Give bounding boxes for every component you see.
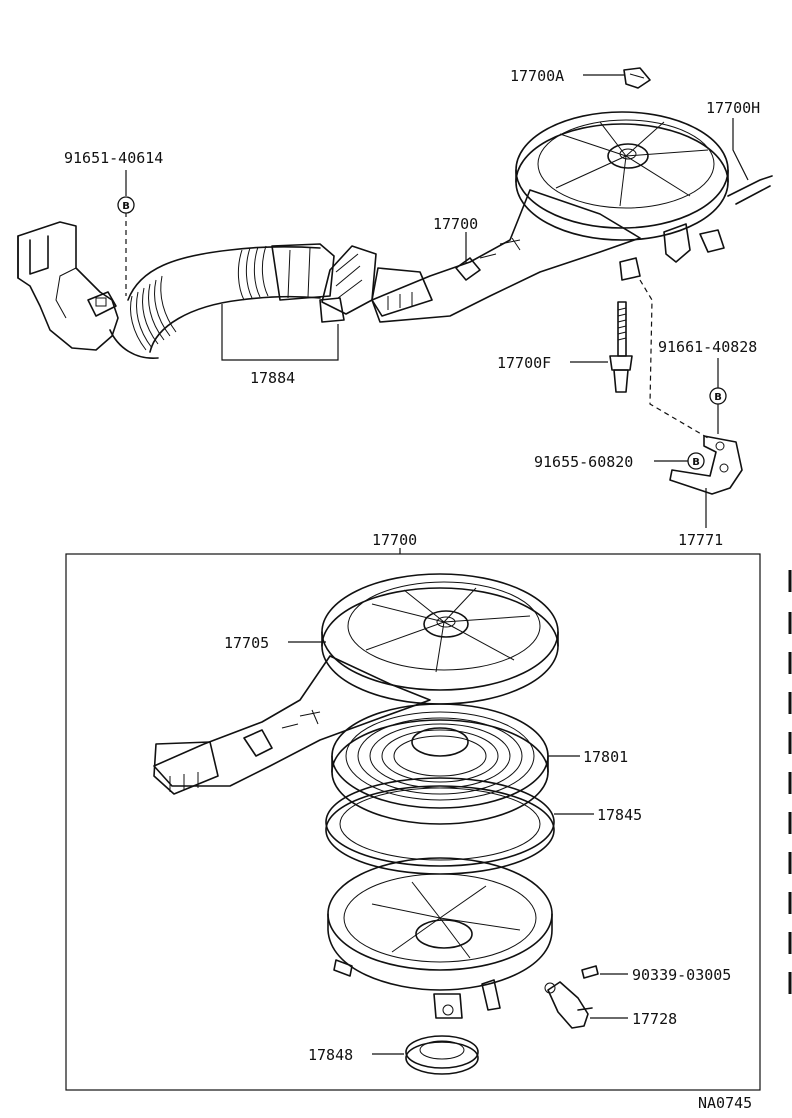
bracket-17771 xyxy=(669,435,743,495)
intake-hose-17884 xyxy=(109,243,335,359)
label-91661-40828: 91661-40828 xyxy=(658,338,757,356)
label-17700A: 17700A xyxy=(510,67,564,85)
valve-17728 xyxy=(544,981,593,1029)
pin-90339 xyxy=(581,965,599,979)
leader-lines-top xyxy=(125,74,749,528)
label-17700F: 17700F xyxy=(497,354,551,372)
stud-bolt-17700F xyxy=(609,301,633,393)
label-17700H: 17700H xyxy=(706,99,760,117)
label-17848: 17848 xyxy=(308,1046,353,1064)
svg-text:B: B xyxy=(714,392,722,403)
lower-housing xyxy=(327,857,553,1019)
clip-17700A xyxy=(623,67,651,89)
label-17700-top: 17700 xyxy=(433,215,478,233)
filter-element-17801 xyxy=(331,703,549,825)
label-91651-40614: 91651-40614 xyxy=(64,149,163,167)
inlet-elbow-duct xyxy=(17,221,119,351)
label-17845: 17845 xyxy=(597,806,642,824)
grommet-17848 xyxy=(405,1035,479,1075)
label-91655-60820: 91655-60820 xyxy=(534,453,633,471)
air-cleaner-assembly-top xyxy=(371,111,773,323)
label-17705: 17705 xyxy=(224,634,269,652)
gasket-17845 xyxy=(325,777,555,875)
bolt-badge-91655: B xyxy=(687,452,705,470)
diagram-code: NA0745 xyxy=(698,1094,752,1112)
label-17801: 17801 xyxy=(583,748,628,766)
air-cleaner-cap-17705 xyxy=(153,573,559,795)
svg-text:B: B xyxy=(692,457,700,468)
label-17771: 17771 xyxy=(678,531,723,549)
label-17884: 17884 xyxy=(250,369,295,387)
leader-lines-box xyxy=(288,641,628,1055)
label-17700-box: 17700 xyxy=(372,531,417,549)
part-labels: 17700A 17700H 91651-40614 17700 17884 17… xyxy=(64,67,760,1112)
svg-text:B: B xyxy=(122,201,130,212)
exploded-view-frame xyxy=(65,553,761,1091)
label-17728: 17728 xyxy=(632,1010,677,1028)
bolt-badge-91661: B xyxy=(709,387,727,405)
bolt-badge-91651: B xyxy=(117,196,135,214)
duct-connector xyxy=(319,245,377,323)
label-90339-03005: 90339-03005 xyxy=(632,966,731,984)
